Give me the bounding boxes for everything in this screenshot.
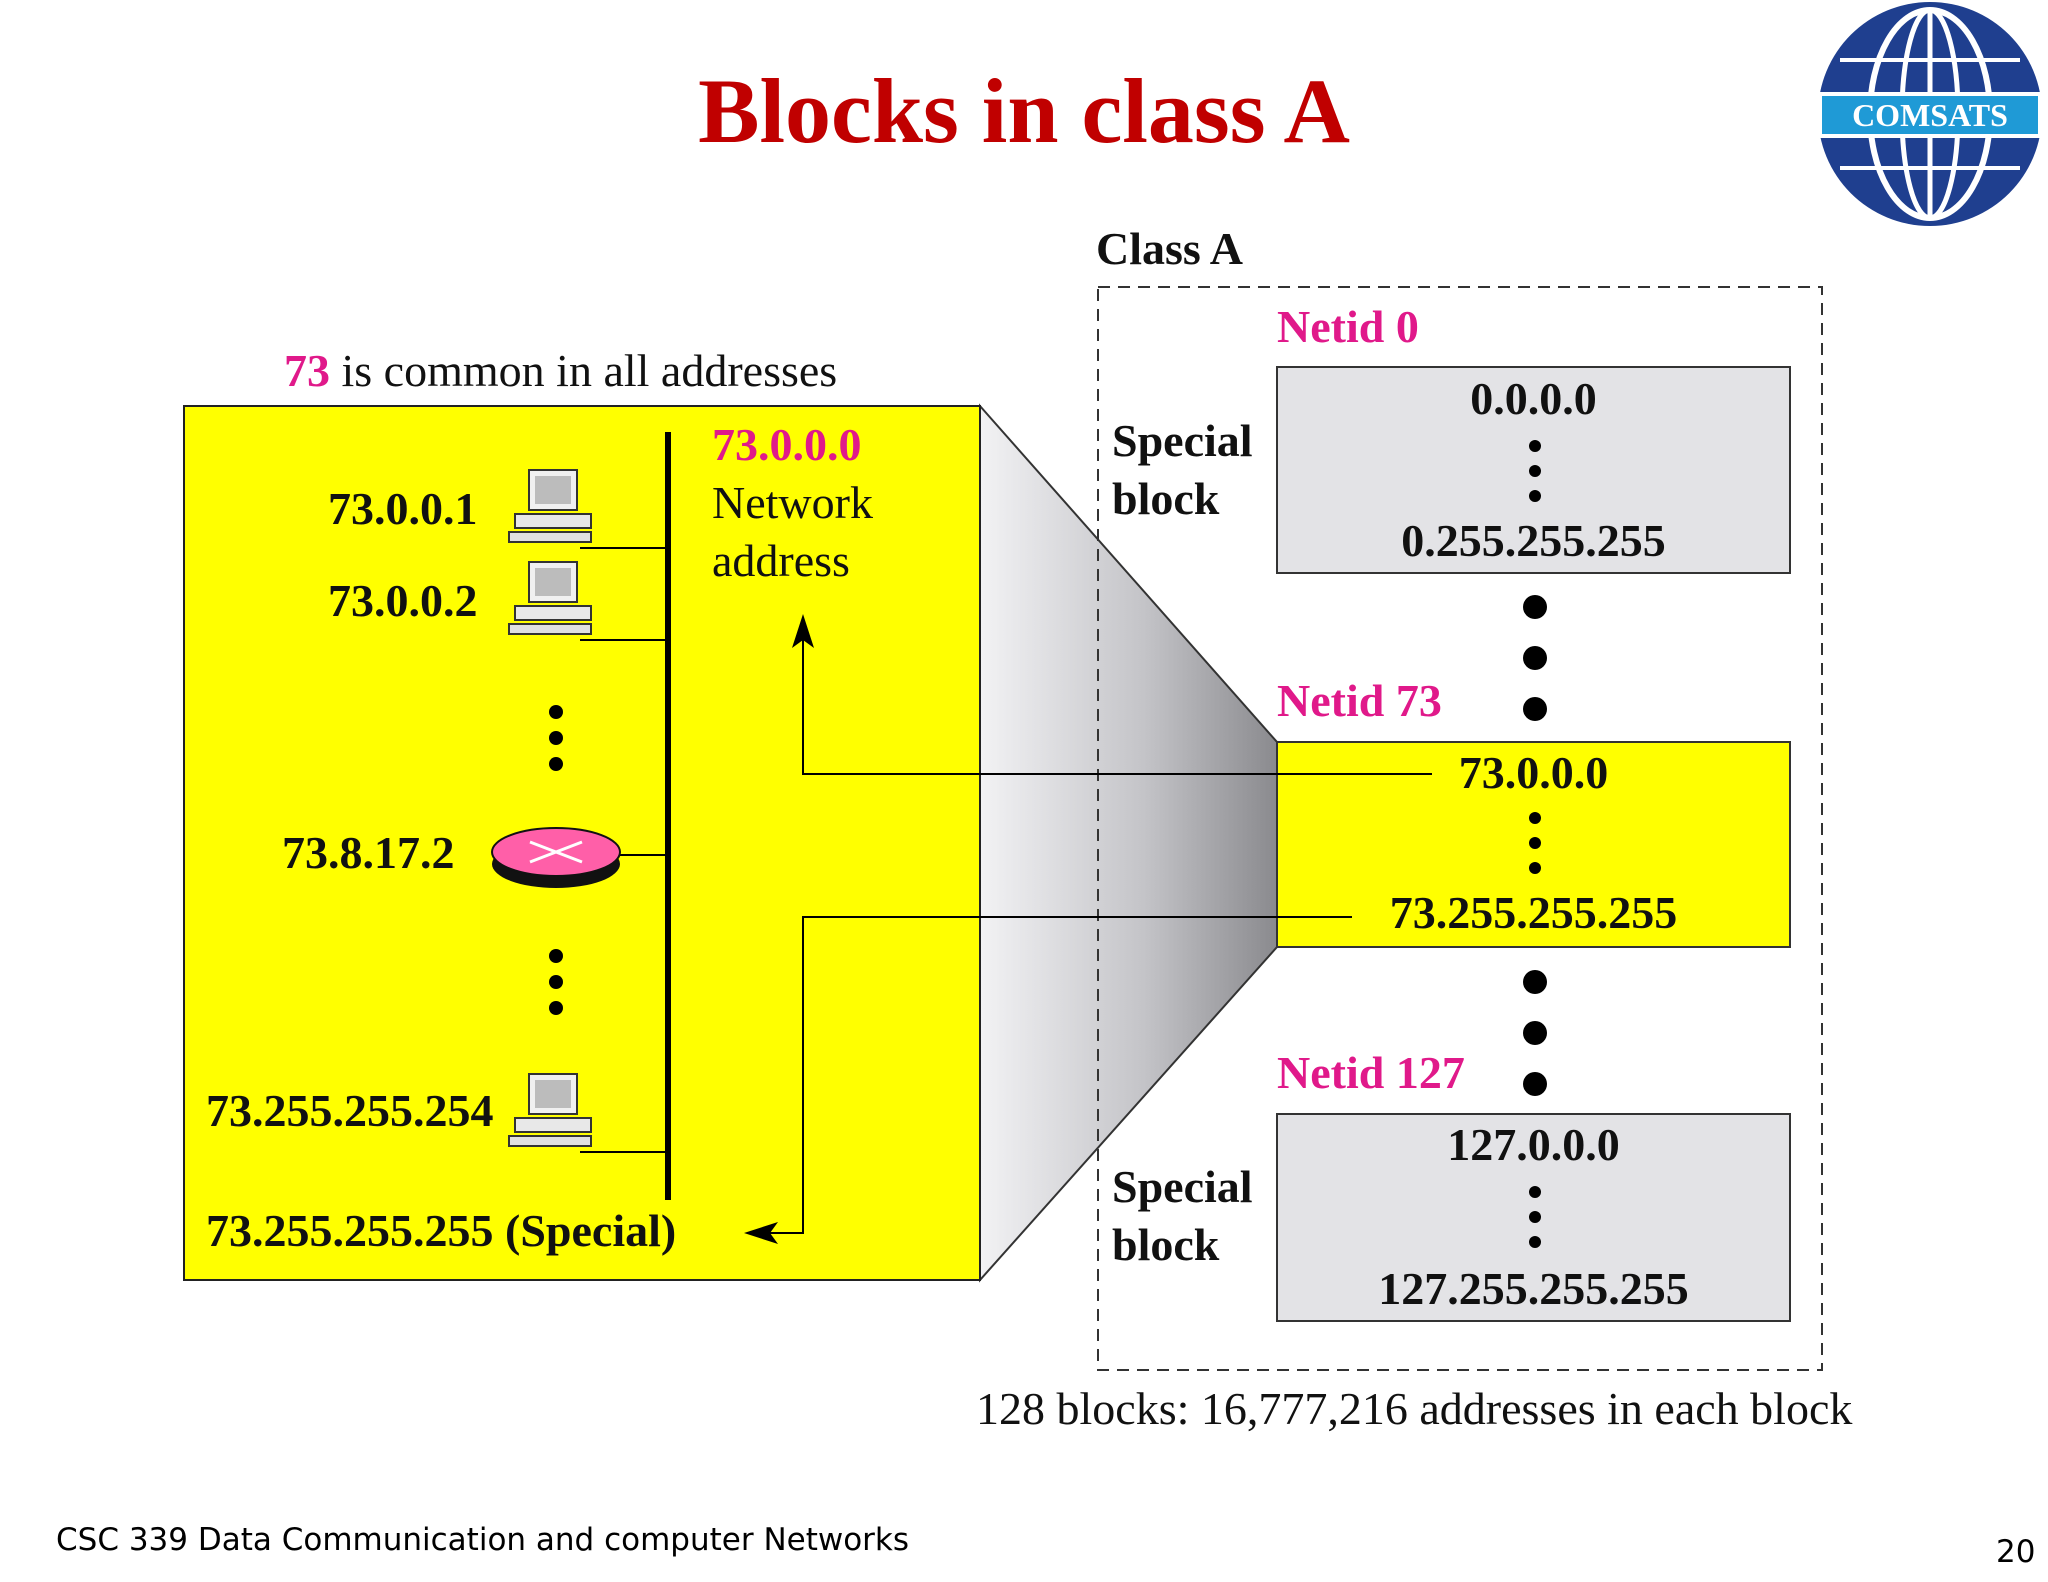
special-block-label: Special	[1112, 1161, 1253, 1212]
caption-rest: is common in all addresses	[330, 345, 838, 396]
block-end-address: 0.255.255.255	[1401, 515, 1666, 566]
router-icon	[491, 827, 621, 888]
network-address-value: 73.0.0.0	[712, 419, 862, 470]
network-address-label: address	[712, 535, 850, 586]
network-address-label: Network	[712, 477, 873, 528]
netid-73-label: Netid 73	[1277, 675, 1442, 726]
network-address-arrow	[802, 624, 1432, 775]
host-address: 73.255.255.254	[206, 1085, 494, 1136]
broadcast-address: 73.255.255.255 (Special)	[206, 1205, 677, 1256]
blocks-summary: 128 blocks: 16,777,216 addresses in each…	[976, 1383, 1853, 1434]
block-dots	[1529, 440, 1541, 1248]
class-a-label: Class A	[1096, 223, 1243, 274]
slide-title: Blocks in class A	[698, 60, 1350, 162]
host-address: 73.0.0.2	[328, 575, 478, 626]
netid-0-label: Netid 0	[1277, 301, 1419, 352]
router-address: 73.8.17.2	[282, 827, 455, 878]
special-block-label: block	[1112, 473, 1220, 524]
class-a-region	[1097, 286, 1823, 1371]
block-end-address: 73.255.255.255	[1389, 887, 1678, 938]
block-start-address: 73.0.0.0	[1458, 747, 1609, 798]
special-block-label: block	[1112, 1219, 1220, 1270]
block-end-address: 127.255.255.255	[1378, 1263, 1689, 1314]
computer-icon	[508, 561, 592, 635]
arrowhead-left	[744, 1222, 778, 1244]
comsats-logo: COMSATS	[1818, 2, 2042, 226]
block-start-address: 0.0.0.0	[1470, 373, 1597, 424]
course-footer: CSC 339 Data Communication and computer …	[56, 1522, 910, 1558]
special-block-label: Special	[1112, 415, 1253, 466]
common-caption: 73 is common in all addresses	[284, 344, 837, 397]
computer-icon	[508, 1073, 592, 1147]
computer-icon	[508, 469, 592, 543]
netid-127-label: Netid 127	[1277, 1047, 1465, 1098]
logo-text: COMSATS	[1852, 97, 2008, 133]
arrowhead-up	[792, 614, 814, 648]
host-address: 73.0.0.1	[328, 483, 478, 534]
zoom-funnel	[979, 403, 1278, 1283]
page-number: 20	[1996, 1534, 2036, 1570]
caption-prefix: 73	[284, 345, 330, 396]
broadcast-arrow	[756, 916, 1352, 1234]
between-block-dots	[1523, 595, 1547, 1096]
block-start-address: 127.0.0.0	[1447, 1119, 1620, 1170]
ellipsis-dots	[549, 705, 563, 1015]
